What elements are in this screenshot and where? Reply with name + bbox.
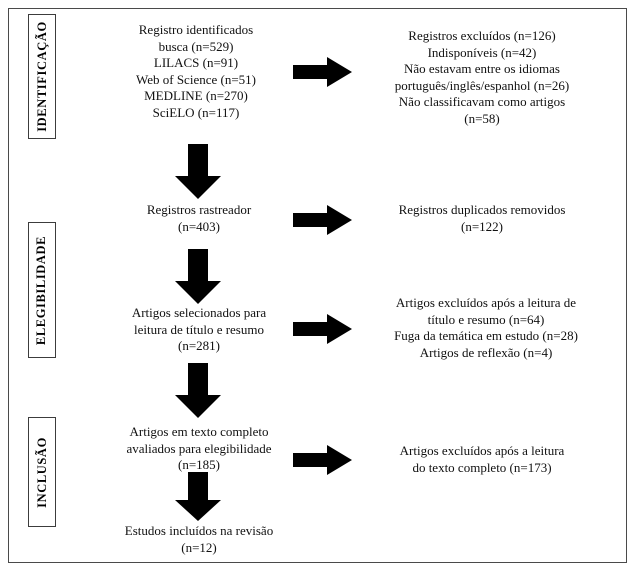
arrow-screened-to-duplicates-icon [293,203,353,237]
stage-box-identificacao: IDENTIFICAÇÃO [28,14,56,139]
node-excluded-identification: Registros excluídos (n=126) Indisponívei… [394,28,570,126]
node-selected-title-abstract: Artigos selecionados para leitura de tít… [131,305,267,353]
node-excluded-title-abstract: Artigos excluídos após a leitura de títu… [394,295,578,360]
node-studies-included: Estudos incluídos na revisão (n=12) [124,523,274,555]
arrow-fulltext-to-excluded-icon [293,443,353,477]
node-records-screened: Registros rastreador (n=403) [146,202,252,234]
node-records-identified: Registro identificados busca (n=529) LIL… [136,22,256,120]
stage-box-elegibilidade: ELEGIBILIDADE [28,222,56,358]
arrow-identified-to-excluded-icon [293,55,353,89]
node-fulltext-assessed: Artigos em texto completo avaliados para… [126,424,272,472]
node-excluded-fulltext: Artigos excluídos após a leitura do text… [399,443,565,475]
diagram-outer-border [8,8,627,563]
stage-box-inclusao: INCLUSÃO [28,417,56,527]
stage-label-identificacao: IDENTIFICAÇÃO [34,21,49,132]
arrow-screened-to-selected-icon [173,249,223,305]
stage-label-inclusao: INCLUSÃO [34,436,49,508]
arrow-identified-to-screened-icon [173,144,223,200]
arrow-fulltext-to-included-icon [173,472,223,522]
stage-label-elegibilidade: ELEGIBILIDADE [34,235,49,345]
node-duplicates-removed: Registros duplicados removidos (n=122) [398,202,566,234]
arrow-selected-to-excluded-icon [293,312,353,346]
arrow-selected-to-fulltext-icon [173,363,223,419]
